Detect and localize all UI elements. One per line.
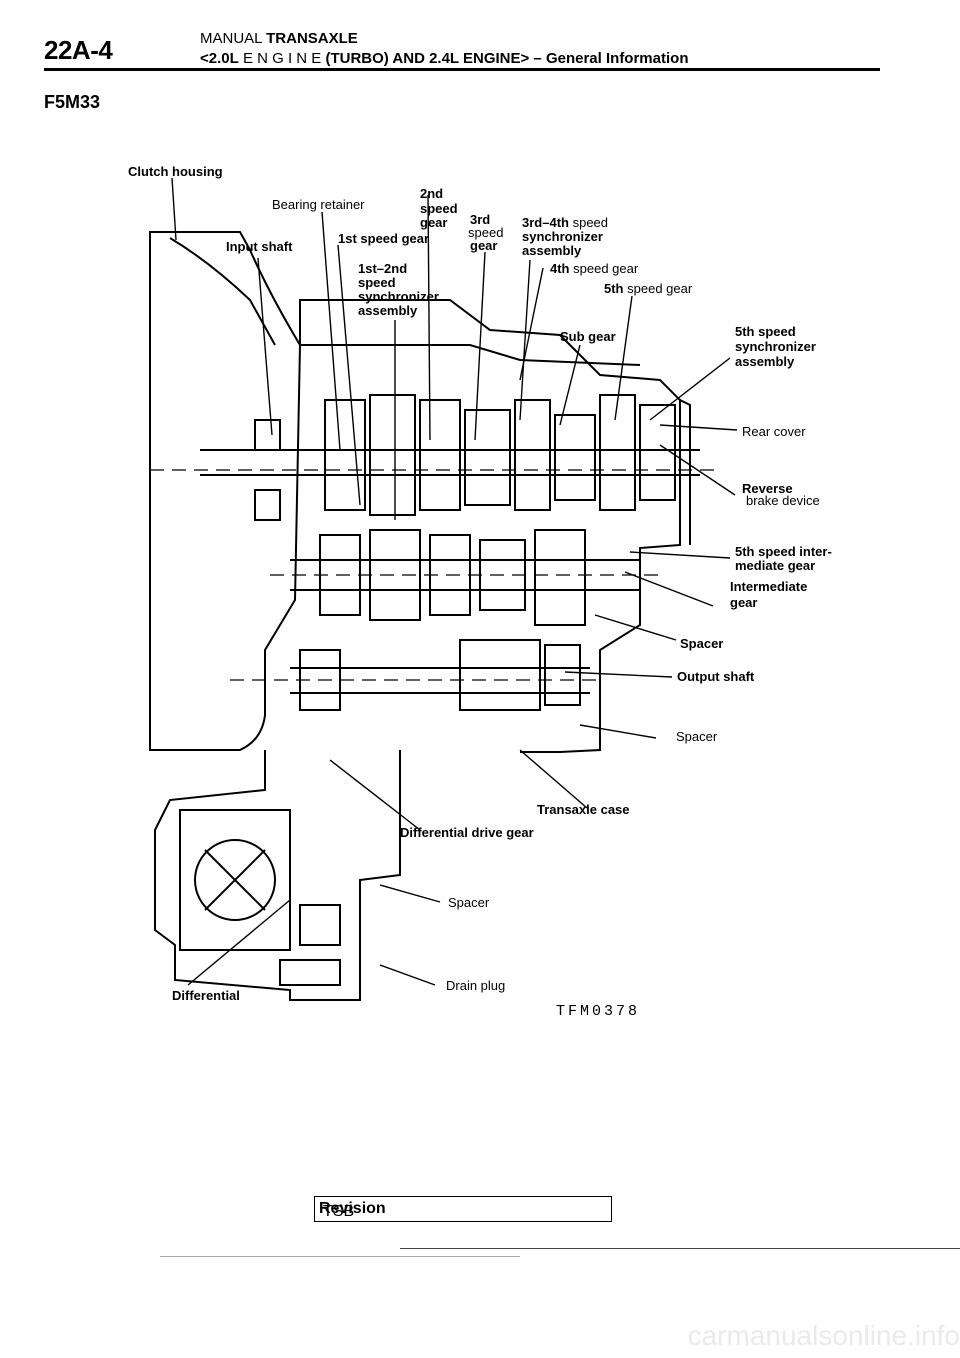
label-brake-device: brake device [746, 493, 820, 508]
label-2nd-gear: gear [420, 215, 448, 230]
label-1st-2nd-synchronizer: synchronizer [358, 289, 439, 304]
label-mediate-gear: mediate gear [735, 558, 816, 573]
label-differential: Differential [172, 988, 240, 1003]
label-intermediate-gear: Intermediate [730, 579, 808, 594]
label-5th-synchronizer: synchronizer [735, 339, 816, 354]
figure-code: TFM0378 [556, 1003, 641, 1020]
label-input-shaft: Input shaft [226, 239, 293, 254]
header-engine: <2.0L [200, 50, 239, 67]
label-1st-2nd-sync: 1st–2nd [358, 261, 408, 276]
label-sub-gear: Sub gear [560, 329, 616, 344]
page-number: 22A-4 [44, 35, 113, 65]
header-engine-rest: (TURBO) AND 2.4L ENGINE> – [325, 50, 542, 67]
label-5th-intermediate: 5th speed inter- [735, 544, 832, 559]
footer-rule-2 [160, 1256, 520, 1257]
header-section: General Information [545, 50, 689, 67]
header-rule [44, 68, 880, 71]
label-5th-speed-gear: 5th speed gear [604, 281, 693, 296]
label-spacer-3: Spacer [448, 895, 490, 910]
label-rear-cover: Rear cover [742, 424, 806, 439]
label-3rd-speed-gear: 3rd [470, 212, 491, 227]
label-2nd-speed: speed [420, 201, 458, 216]
label-5th-assembly: assembly [735, 354, 795, 369]
label-1st-2nd-speed: speed [358, 275, 396, 290]
footer-rule-1 [400, 1248, 960, 1249]
label-2nd-speed-gear: 2nd [420, 186, 444, 201]
label-output-shaft: Output shaft [677, 669, 755, 684]
tsb-revision: Revision [319, 1200, 386, 1217]
label-3rd-4th-synchronizer: synchronizer [522, 229, 603, 244]
label-differential-drive-gear: Differential drive gear [400, 825, 534, 840]
label-3rd-speed: speed [468, 225, 504, 240]
label-transaxle-case: Transaxle case [537, 802, 630, 817]
label-1st-speed-gear: 1st speed gear [338, 231, 430, 246]
label-reverse: Reverse [742, 481, 793, 496]
label-5th-sync: 5th speed [735, 324, 796, 339]
tsb-prefix: TSB [323, 1203, 355, 1220]
label-3rd-4th-assembly: assembly [522, 243, 582, 258]
header-engine-spaced: E N G I N E [242, 50, 322, 67]
label-drain-plug: Drain plug [446, 978, 506, 993]
label-4th-speed-gear: 4th speed gear [550, 261, 639, 276]
header-transaxle: TRANSAXLE [266, 30, 358, 47]
label-intermediate-gear-2: gear [730, 595, 758, 610]
label-clutch-housing: Clutch housing [128, 164, 223, 179]
header-line1: MANUAL TRANSAXLE [200, 30, 358, 47]
model-code: F5M33 [44, 92, 101, 112]
label-spacer-1: Spacer [680, 636, 724, 651]
header-manual: MANUAL [200, 30, 262, 47]
label-3rd-4th-sync: 3rd–4th speed [522, 215, 609, 230]
label-bearing-retainer: Bearing retainer [272, 197, 365, 212]
watermark: carmanualsonline.info [687, 1320, 960, 1351]
header-line2: <2.0L E N G I N E (TURBO) AND 2.4L ENGIN… [200, 50, 688, 67]
tsb-revision-box: TSB Revision [314, 1196, 612, 1222]
label-3rd-gear: gear [470, 238, 498, 253]
label-1st-2nd-assembly: assembly [358, 303, 418, 318]
label-spacer-2: Spacer [676, 729, 718, 744]
